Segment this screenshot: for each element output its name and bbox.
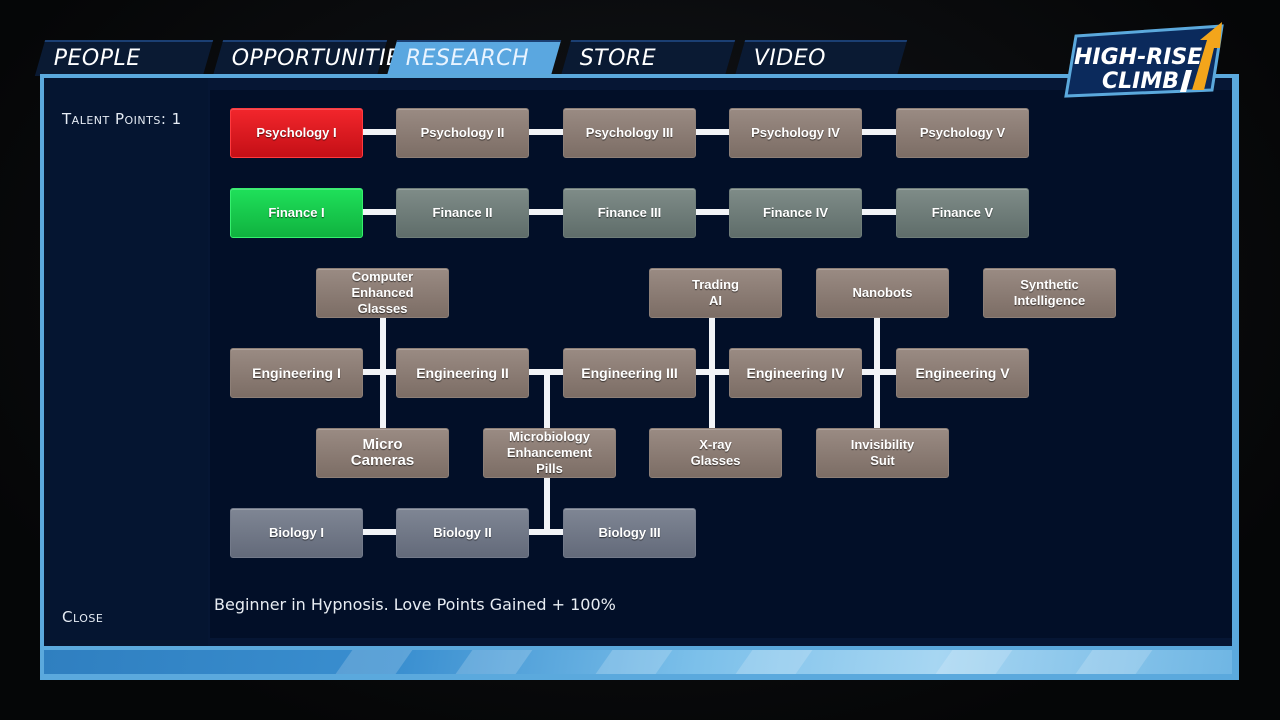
tab-video[interactable]: VIDEO: [734, 40, 908, 76]
tab-research[interactable]: RESEARCH: [386, 40, 562, 76]
node-psychology-1[interactable]: Psychology I: [230, 108, 363, 158]
node-psychology-5[interactable]: Psychology V: [896, 108, 1029, 158]
node-engineering-5[interactable]: Engineering V: [896, 348, 1029, 398]
node-finance-1[interactable]: Finance I: [230, 188, 363, 238]
node-engineering-2[interactable]: Engineering II: [396, 348, 529, 398]
tab-opportunities-label: OPPORTUNITIES: [231, 46, 415, 71]
node-computer-enhanced-glasses[interactable]: Computer Enhanced Glasses: [316, 268, 449, 318]
node-biology-2[interactable]: Biology II: [396, 508, 529, 558]
node-engineering-4[interactable]: Engineering IV: [729, 348, 862, 398]
tab-people[interactable]: PEOPLE: [34, 40, 214, 76]
node-psychology-3[interactable]: Psychology III: [563, 108, 696, 158]
node-nanobots[interactable]: Nanobots: [816, 268, 949, 318]
close-button[interactable]: Close: [62, 608, 104, 626]
node-micro-cameras[interactable]: Micro Cameras: [316, 428, 449, 478]
tab-research-label: RESEARCH: [405, 46, 530, 71]
node-trading-ai[interactable]: Trading AI: [649, 268, 782, 318]
node-engineering-3[interactable]: Engineering III: [563, 348, 696, 398]
talent-points: Talent Points: 1: [62, 110, 182, 128]
bottom-bar: [44, 650, 1232, 674]
tech-tree-area: [210, 90, 1232, 638]
logo-text-1: HIGH-RISE: [1074, 45, 1202, 70]
sidebar: Talent Points: 1 Close: [44, 78, 208, 646]
tab-store-label: STORE: [579, 46, 657, 71]
node-xray-glasses[interactable]: X-ray Glasses: [649, 428, 782, 478]
node-psychology-2[interactable]: Psychology II: [396, 108, 529, 158]
tab-video-label: VIDEO: [753, 46, 826, 71]
bar-icon: [1180, 70, 1192, 92]
node-finance-5[interactable]: Finance V: [896, 188, 1029, 238]
node-engineering-1[interactable]: Engineering I: [230, 348, 363, 398]
arrow-icon: [1192, 22, 1222, 90]
node-finance-3[interactable]: Finance III: [563, 188, 696, 238]
tab-opportunities[interactable]: OPPORTUNITIES: [212, 40, 415, 76]
node-biology-1[interactable]: Biology I: [230, 508, 363, 558]
tab-people-label: PEOPLE: [53, 46, 141, 71]
tab-bar: PEOPLE OPPORTUNITIES RESEARCH STORE VIDE…: [34, 40, 910, 76]
node-finance-2[interactable]: Finance II: [396, 188, 529, 238]
node-psychology-4[interactable]: Psychology IV: [729, 108, 862, 158]
game-logo: HIGH-RISE CLIMB: [1064, 22, 1224, 98]
node-synthetic-intelligence[interactable]: Synthetic Intelligence: [983, 268, 1116, 318]
node-invisibility-suit[interactable]: Invisibility Suit: [816, 428, 949, 478]
node-biology-3[interactable]: Biology III: [563, 508, 696, 558]
logo-text-2: CLIMB: [1102, 69, 1179, 94]
node-microbiology-enhancement-pills[interactable]: Microbiology Enhancement Pills: [483, 428, 616, 478]
skill-description: Beginner in Hypnosis. Love Points Gained…: [214, 595, 616, 614]
tab-store[interactable]: STORE: [560, 40, 736, 76]
node-finance-4[interactable]: Finance IV: [729, 188, 862, 238]
